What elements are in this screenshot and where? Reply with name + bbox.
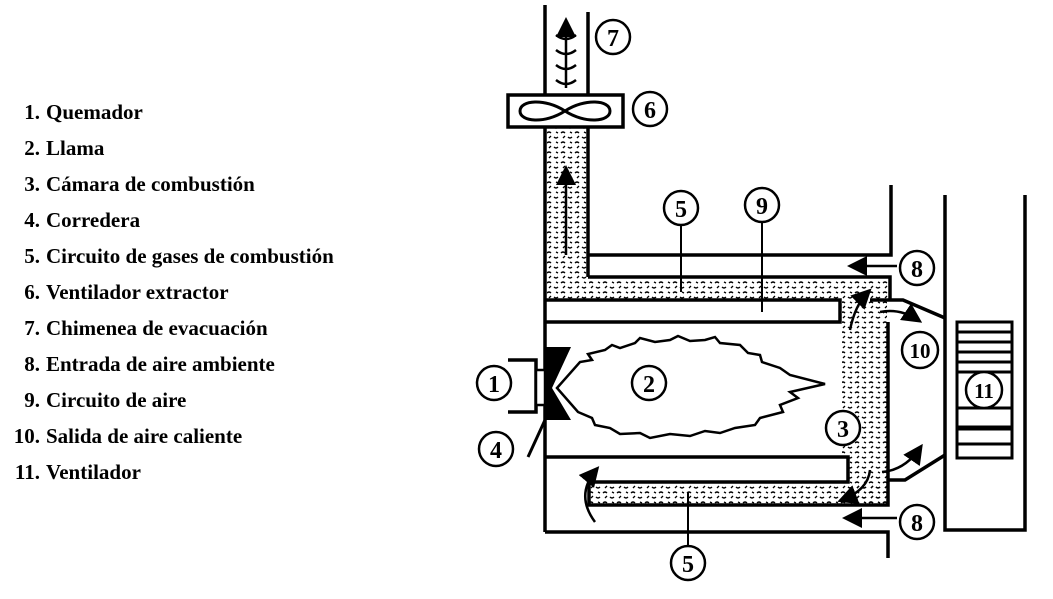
svg-text:4: 4	[490, 438, 502, 464]
svg-text:10: 10	[910, 339, 931, 363]
callout-6: 6	[631, 90, 669, 128]
svg-text:11: 11	[974, 379, 994, 403]
callout-9: 9	[743, 186, 781, 224]
legend-item: 3.Cámara de combustión	[24, 172, 255, 196]
combustion-gas-fill	[547, 128, 889, 505]
callout-5-top: 5	[662, 189, 700, 227]
svg-text:8: 8	[911, 257, 923, 283]
svg-text:5: 5	[675, 197, 687, 223]
legend-item: 6.Ventilador extractor	[24, 280, 229, 304]
callout-8-top: 8	[898, 249, 936, 287]
legend-item: 7.Chimenea de evacuación	[24, 316, 268, 340]
heater-walls	[508, 5, 1027, 558]
legend-item: 4.Corredera	[24, 208, 141, 232]
callout-2: 2	[630, 364, 668, 402]
legend-item: 8.Entrada de aire ambiente	[24, 352, 275, 376]
svg-text:8: 8	[911, 511, 923, 537]
legend-item: 11.Ventilador	[14, 460, 141, 484]
svg-text:6: 6	[644, 98, 656, 124]
callout-5-bottom: 5	[669, 544, 707, 582]
svg-text:1: 1	[488, 372, 500, 398]
legend-item: 5.Circuito de gases de combustión	[24, 244, 334, 268]
svg-text:7: 7	[607, 26, 619, 52]
svg-text:3: 3	[837, 417, 849, 443]
flame	[555, 334, 826, 440]
svg-text:9: 9	[756, 194, 768, 220]
legend: 1.Quemador 2.Llama 3.Cámara de combustió…	[0, 94, 334, 490]
callout-10: 10	[900, 330, 940, 370]
callout-11: 11	[964, 370, 1004, 410]
burner	[526, 347, 571, 458]
legend-item: 10.Salida de aire caliente	[13, 424, 243, 448]
callout-3: 3	[824, 409, 862, 447]
callout-4: 4	[477, 430, 515, 468]
svg-text:2: 2	[643, 372, 655, 398]
callout-8-bottom: 8	[898, 503, 936, 541]
legend-item: 9.Circuito de aire	[24, 388, 187, 412]
legend-item: 2.Llama	[24, 136, 105, 160]
callout-7: 7	[594, 18, 632, 56]
flow-arrows	[555, 17, 923, 528]
extractor-fan	[506, 93, 625, 129]
leader-lines	[680, 222, 763, 546]
callout-1: 1	[475, 364, 513, 402]
legend-item: 1.Quemador	[24, 100, 143, 124]
svg-text:5: 5	[682, 552, 694, 578]
